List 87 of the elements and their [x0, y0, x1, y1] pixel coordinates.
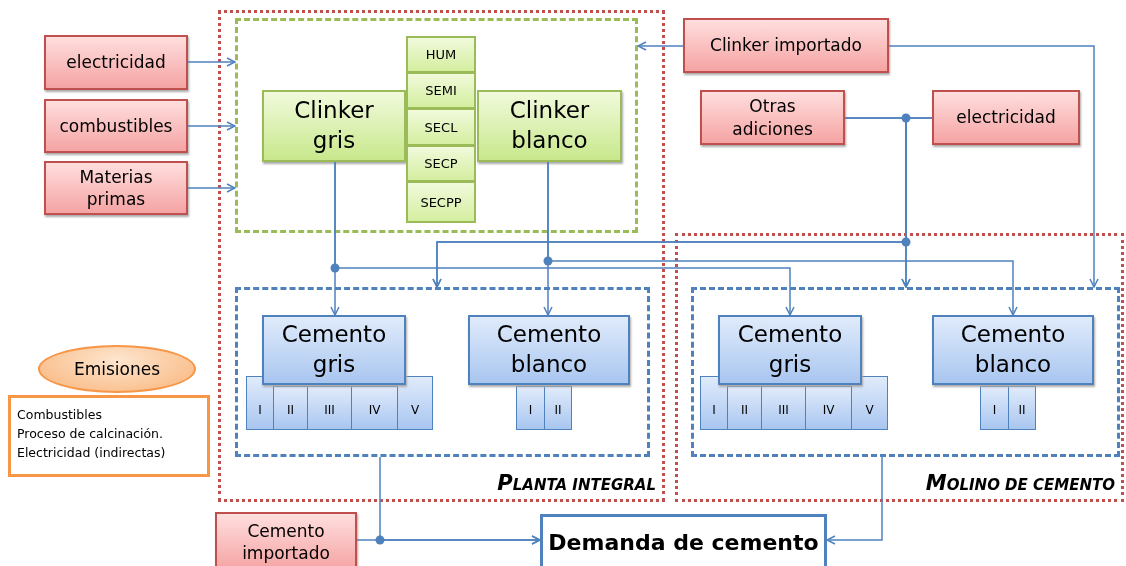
dashed-group-frame: [691, 287, 1120, 457]
box-label: Cemento gris: [280, 320, 388, 379]
box-label: Clinker importado: [710, 34, 862, 57]
box-label: electricidad: [956, 106, 1056, 129]
type-tile: [246, 376, 274, 430]
type-tile: [516, 386, 545, 430]
box-label: Materias primas: [78, 165, 154, 211]
input-box: [215, 512, 357, 566]
category-tile: [406, 108, 476, 146]
type-tile: [544, 386, 572, 430]
input-box: [932, 90, 1080, 145]
category-tile: [406, 72, 476, 109]
type-tile: [1008, 386, 1036, 430]
arrow: [888, 45, 1099, 288]
box-label: IV: [368, 403, 381, 417]
list-item: Electricidad (indirectas): [17, 443, 167, 462]
box-label: V: [865, 403, 874, 417]
box-label: I: [992, 403, 997, 417]
box-label: I: [712, 403, 716, 417]
product-box: [932, 315, 1094, 385]
region-label: PLANTA INTEGRAL: [497, 471, 656, 495]
box-label: Emisiones: [73, 359, 161, 379]
type-tile: [727, 386, 762, 430]
box-label: SEMI: [425, 83, 457, 98]
arrow: [334, 161, 795, 316]
arrow: [356, 535, 541, 545]
box-label: SECPP: [420, 194, 462, 210]
input-box: [700, 90, 845, 145]
input-box: [44, 35, 188, 90]
box-label: Cemento importado: [241, 519, 331, 565]
product-box: [262, 90, 406, 162]
type-tile: [805, 386, 852, 430]
box-label: Demanda de cemento: [548, 529, 819, 555]
type-tile: [351, 386, 398, 430]
box-label: electricidad: [66, 51, 166, 74]
box-label: SECP: [424, 156, 458, 171]
arrow: [187, 121, 236, 131]
box-label: Clinker gris: [293, 96, 375, 155]
type-tile: [851, 376, 888, 430]
box-label: I: [258, 403, 262, 417]
input-box: [683, 18, 889, 73]
arrow: [637, 41, 684, 51]
box-label: III: [324, 403, 335, 417]
box-label: II: [286, 403, 295, 417]
product-box: [477, 90, 622, 162]
mill-region-frame: [675, 233, 1124, 502]
type-tile: [761, 386, 806, 430]
type-tile: [700, 376, 728, 430]
input-box: [44, 99, 188, 153]
box-label: HUM: [425, 47, 457, 62]
type-tile: [980, 386, 1009, 430]
type-tile: [273, 386, 308, 430]
arrow: [187, 183, 236, 193]
list-item: Proceso de calcinación.: [17, 424, 164, 443]
box-label: Clinker blanco: [508, 96, 591, 155]
plant-region-frame: [218, 10, 665, 502]
type-tile: [397, 376, 433, 430]
category-tile: [406, 181, 476, 223]
dashed-group-frame: [235, 18, 638, 233]
box-label: Cemento blanco: [959, 320, 1067, 379]
category-tile: [406, 36, 476, 73]
arrow: [187, 57, 236, 67]
type-tile: [307, 386, 352, 430]
region-label: MOLINO DE CEMENTO: [925, 471, 1115, 495]
box-label: II: [740, 403, 749, 417]
list-item: Combustibles: [17, 406, 103, 424]
product-box: [468, 315, 630, 385]
product-box: [718, 315, 862, 385]
box-label: V: [410, 403, 420, 417]
box-label: SECL: [424, 119, 458, 135]
box-label: II: [1018, 403, 1026, 417]
box-label: Otras adiciones: [731, 95, 814, 140]
box-label: IV: [822, 403, 835, 417]
arrow: [826, 456, 883, 545]
box-label: combustibles: [59, 114, 173, 138]
emissions-list-box: [8, 395, 210, 477]
dashed-group-frame: [235, 287, 650, 457]
box-label: II: [554, 403, 562, 417]
category-tile: [406, 145, 476, 182]
product-box: [262, 315, 406, 385]
box-label: Cemento blanco: [495, 320, 603, 379]
box-label: I: [528, 403, 533, 417]
demand-box: [540, 514, 827, 566]
box-label: Cemento gris: [736, 320, 844, 379]
arrow: [547, 161, 1018, 316]
input-box: [44, 161, 188, 215]
box-label: III: [778, 403, 789, 417]
